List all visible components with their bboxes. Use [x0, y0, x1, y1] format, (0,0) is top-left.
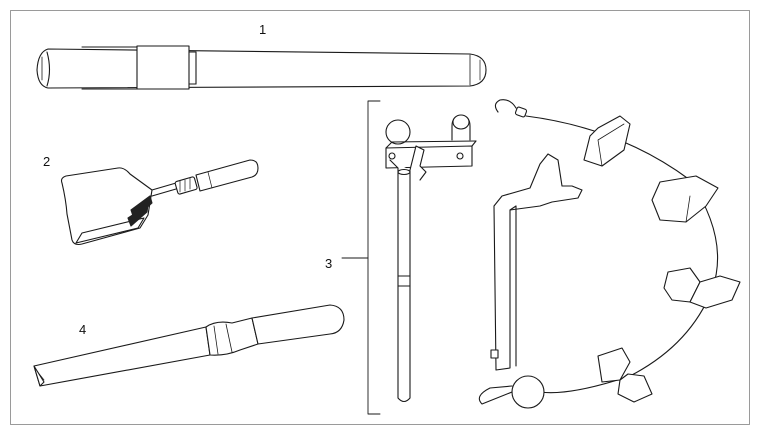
tool-1-sleeve	[36, 45, 487, 90]
callout-2: 2	[43, 154, 51, 169]
cable-clamp-set	[478, 99, 741, 409]
frame-border	[10, 10, 750, 425]
callout-1: 1	[259, 22, 267, 37]
tool-3-puller-rod	[341, 100, 477, 415]
callout-4: 4	[79, 322, 87, 337]
tool-4-chisel	[33, 304, 345, 387]
tool-2-wedge-scraper	[60, 159, 259, 246]
callout-3: 3	[325, 256, 333, 271]
